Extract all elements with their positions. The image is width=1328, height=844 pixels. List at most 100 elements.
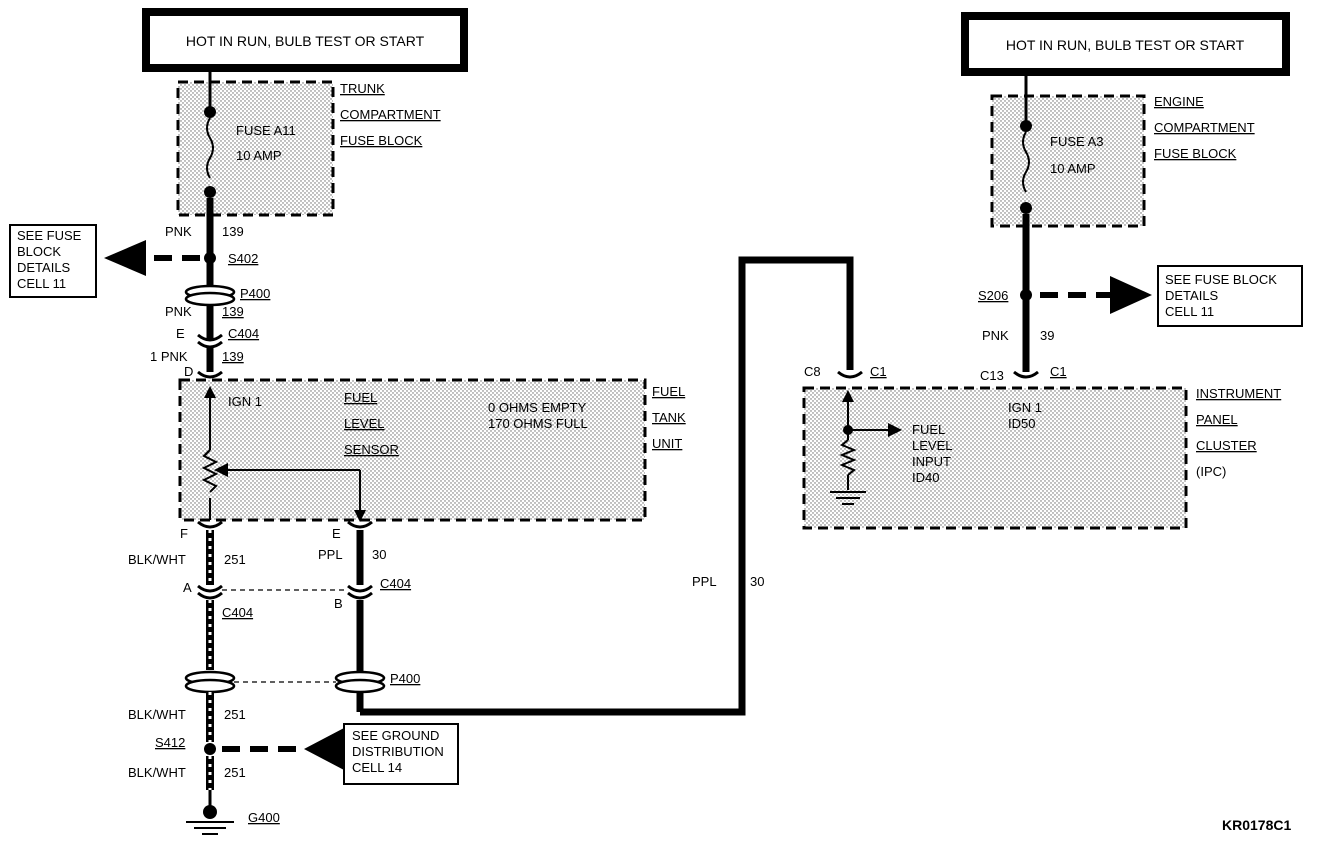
p400-label-lower: P400	[390, 671, 420, 686]
pnk-label-2: PNK	[165, 304, 192, 319]
arrow-left-icon	[104, 240, 146, 276]
see-ground-2: DISTRIBUTION	[352, 744, 444, 759]
pin-d-label: D	[184, 364, 193, 379]
arrow-down-icon	[354, 510, 366, 522]
arrow-left-ground-icon	[304, 728, 344, 770]
see-ground-3: CELL 14	[352, 760, 402, 775]
blk-wht-label-3: BLK/WHT	[128, 765, 186, 780]
pnk-1-label: 1 PNK	[150, 349, 188, 364]
pin-f-label: F	[180, 526, 188, 541]
fuse-a3-symbol	[1022, 131, 1030, 193]
pin-a-symbol-b	[197, 591, 223, 600]
see-fuse-left-2: BLOCK	[17, 244, 61, 259]
see-ground-1: SEE GROUND	[352, 728, 439, 743]
c404-label-upper: C404	[228, 326, 259, 341]
see-fuse-right-box: SEE FUSE BLOCK DETAILS CELL 11	[1157, 265, 1303, 327]
pin-e-lower-symbol	[347, 520, 373, 529]
blk-wht-label-2: BLK/WHT	[128, 707, 186, 722]
circuit-251-label-3: 251	[224, 765, 246, 780]
c8-label: C8	[804, 364, 821, 379]
trunk-fuse-block: FUSE A11 10 AMP TRUNK COMPARTMENT FUSE B…	[176, 68, 441, 217]
pin-a-symbol-a	[197, 584, 223, 593]
p400-label-upper: P400	[240, 286, 270, 301]
engine-fuse-block: FUSE A3 10 AMP ENGINE COMPARTMENT FUSE B…	[990, 72, 1255, 228]
ipc-ign-2: ID50	[1008, 416, 1035, 431]
trunk-block-name-3: FUSE BLOCK	[340, 133, 423, 148]
c404-label-lower-b: C404	[380, 576, 411, 591]
s402-splice	[204, 252, 216, 264]
pnk-label-1: PNK	[165, 224, 192, 239]
sensor-spec-2: 170 OHMS FULL	[488, 416, 588, 431]
ipc-pullup-resistor	[839, 439, 857, 476]
ipc-arrow-right-icon	[888, 423, 902, 437]
circuit-30-label-2: 30	[750, 574, 764, 589]
p400-upper-connector	[184, 284, 236, 307]
ipc-name-1: INSTRUMENT	[1196, 386, 1281, 401]
see-fuse-left-4: CELL 11	[17, 276, 66, 291]
pin-e-lower-label: E	[332, 526, 341, 541]
g400-label: G400	[248, 810, 280, 825]
c404-label-lower-a: C404	[222, 605, 253, 620]
ipc-ign-1: IGN 1	[1008, 400, 1042, 415]
fuel-tank-ign: IGN 1	[228, 394, 262, 409]
fuel-tank-name-3: UNIT	[652, 436, 682, 451]
pin-e-upper: E	[176, 326, 185, 341]
p400-lower-right-connector	[334, 670, 386, 694]
header-right-text: HOT IN RUN, BULB TEST OR START	[1006, 37, 1245, 53]
fuse-a3-top-terminal	[1020, 120, 1032, 132]
pin-a-label: A	[183, 580, 192, 595]
ppl-label-1: PPL	[318, 547, 343, 562]
ipc-name-4: (IPC)	[1196, 464, 1226, 479]
s412-splice	[204, 743, 216, 755]
pin-d-symbol	[197, 370, 223, 379]
c1-label-left: C1	[870, 364, 887, 379]
trunk-block-name-1: TRUNK	[340, 81, 385, 96]
fuse-a11-bottom-terminal	[204, 186, 216, 198]
see-ground-box: SEE GROUND DISTRIBUTION CELL 14	[343, 723, 459, 785]
pin-b-symbol-a	[347, 584, 373, 593]
fuel-tank-unit: IGN 1 FUEL LEVEL SENSOR 0 OHMS EMPTY 170…	[178, 378, 686, 522]
ipc-arrow-up-icon	[842, 390, 854, 402]
c404-upper-symbol-b	[197, 340, 223, 349]
fuse-a3-name: FUSE A3	[1050, 134, 1103, 149]
c13-pin-symbol	[1013, 370, 1039, 379]
ipc-ground-icon	[830, 491, 866, 505]
sensor-label-1: FUEL	[344, 390, 377, 405]
blk-wht-label-1: BLK/WHT	[128, 552, 186, 567]
s402-label: S402	[228, 251, 258, 266]
see-fuse-right-3: CELL 11	[1165, 304, 1214, 319]
fuse-a3-rating: 10 AMP	[1050, 161, 1096, 176]
header-right-box: HOT IN RUN, BULB TEST OR START	[961, 12, 1290, 76]
see-fuse-right-2: DETAILS	[1165, 288, 1219, 303]
fuse-a11-rating: 10 AMP	[236, 148, 282, 163]
ipc-input-2: LEVEL	[912, 438, 952, 453]
circuit-39-label: 39	[1040, 328, 1054, 343]
ipc-input-4: ID40	[912, 470, 939, 485]
wiper-arrow-icon	[214, 463, 228, 477]
fuel-sensor-resistor	[201, 449, 219, 493]
circuit-30-label-1: 30	[372, 547, 386, 562]
arrow-up-icon	[204, 386, 216, 398]
ipc-name-2: PANEL	[1196, 412, 1238, 427]
engine-block-name-2: COMPARTMENT	[1154, 120, 1255, 135]
ground-icon	[186, 821, 234, 835]
engine-block-name-1: ENGINE	[1154, 94, 1204, 109]
see-fuse-left-3: DETAILS	[17, 260, 71, 275]
ipc-input-1: FUEL	[912, 422, 945, 437]
ppl-label-2: PPL	[692, 574, 717, 589]
see-fuse-right-1: SEE FUSE BLOCK	[1165, 272, 1277, 287]
c404-upper-symbol-a	[197, 333, 223, 342]
ipc-input-3: INPUT	[912, 454, 951, 469]
c1-label-right: C1	[1050, 364, 1067, 379]
fuse-a11-symbol	[206, 117, 214, 179]
s412-label: S412	[155, 735, 185, 750]
s206-splice	[1020, 289, 1032, 301]
fuel-tank-name-2: TANK	[652, 410, 686, 425]
figure-code: KR0178C1	[1222, 817, 1291, 833]
ipc-name-3: CLUSTER	[1196, 438, 1257, 453]
fuel-tank-name-1: FUEL	[652, 384, 685, 399]
arrow-right-icon	[1110, 276, 1152, 314]
circuit-251-label-2: 251	[224, 707, 246, 722]
sensor-label-2: LEVEL	[344, 416, 384, 431]
